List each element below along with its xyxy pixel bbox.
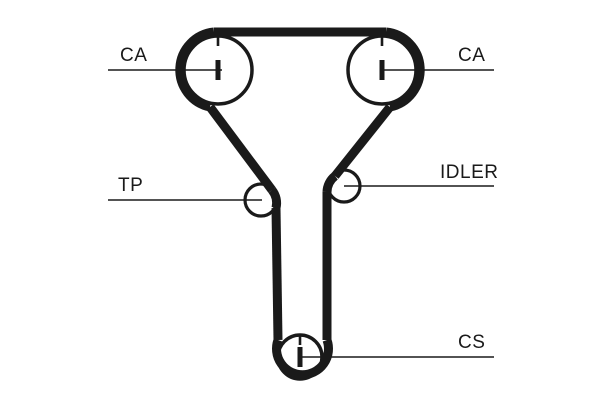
belt-segment-right-diagonal: [331, 104, 394, 179]
leader-tick-group: [215, 60, 385, 367]
label-idler: IDLER: [440, 162, 498, 183]
pulleys-group: [182, 34, 418, 381]
belt-wrap-ca-right: [385, 27, 425, 112]
timing-belt-group: [175, 27, 425, 380]
labels-group: CA CA TP IDLER CS: [118, 45, 498, 353]
pulley-idler: [326, 168, 362, 204]
label-ca-right: CA: [458, 45, 485, 66]
belt-segment-left-vertical: [271, 207, 283, 341]
label-ca-left: CA: [120, 45, 147, 66]
label-cs: CS: [458, 332, 485, 353]
pulley-tp: [243, 182, 279, 218]
leader-lines-group: [108, 69, 494, 358]
belt-wrap-ca-left: [175, 27, 215, 112]
belt-segment-left-diagonal: [206, 104, 276, 193]
label-tp: TP: [118, 175, 143, 196]
